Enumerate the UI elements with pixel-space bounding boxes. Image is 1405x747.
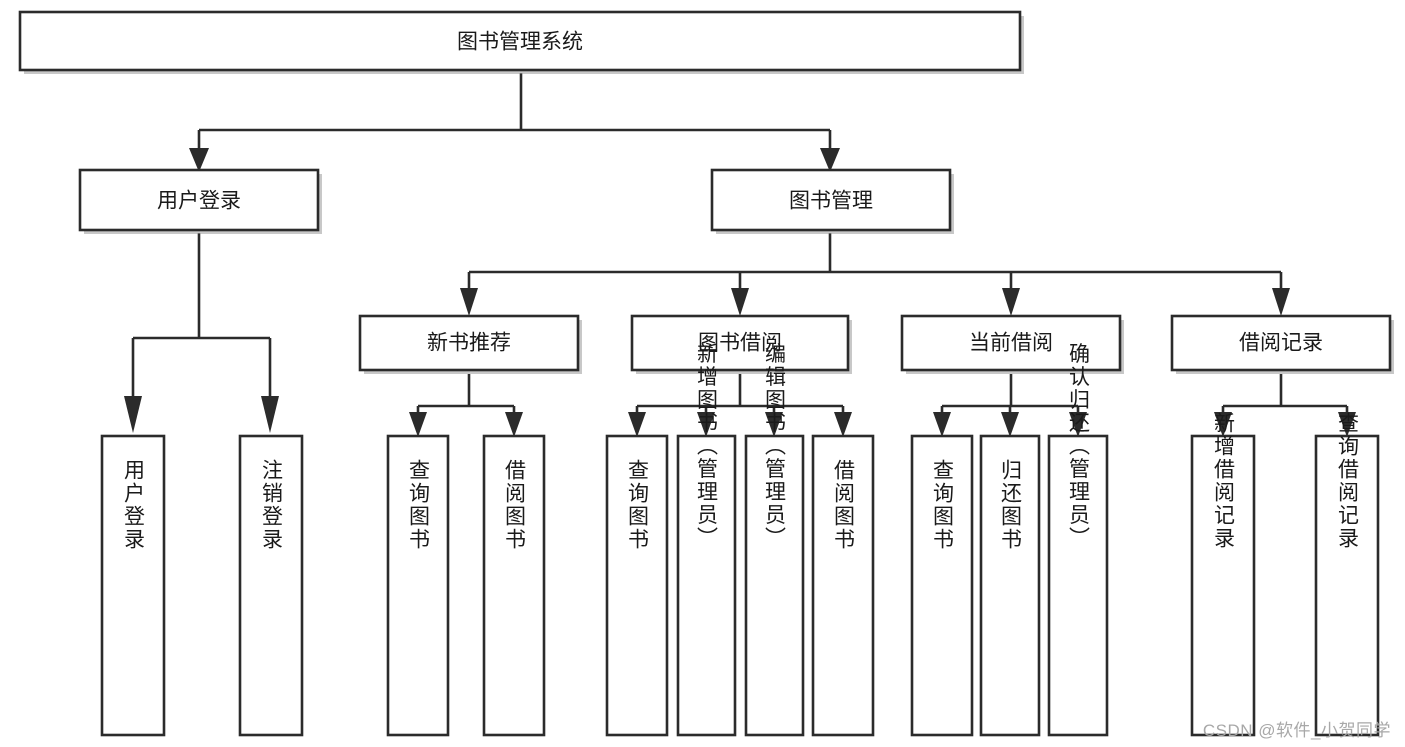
arrow-head-book-manage xyxy=(820,148,840,172)
leaf-user-logout[interactable]: 注销登录 xyxy=(238,434,304,737)
leaf-edit-book[interactable]: 编辑图书（管理员） xyxy=(744,343,805,737)
leaf-query-book-1-box[interactable] xyxy=(386,434,450,737)
node-book-borrow-box[interactable] xyxy=(630,314,850,372)
node-book-manage-label: 图书管理 xyxy=(789,190,873,213)
leaf-query-book-2[interactable]: 查询图书 xyxy=(605,434,669,737)
leaf-query-book-2-box[interactable] xyxy=(605,434,669,737)
node-user-login-label: 用户登录 xyxy=(157,190,241,213)
leaf-user-login-box[interactable] xyxy=(100,434,166,737)
node-book-borrow[interactable]: 图书借阅 xyxy=(630,314,852,374)
leaf-borrow-book-2[interactable]: 借阅图书 xyxy=(811,434,875,737)
node-user-login[interactable]: 用户登录 xyxy=(78,168,322,234)
leaf-borrow-book-1-label: 借阅图书 xyxy=(503,459,527,551)
leaf-add-book-box[interactable] xyxy=(676,434,737,737)
arrow-head-leaf-query-book-1 xyxy=(409,412,427,437)
leaf-return-book-label: 归还图书 xyxy=(999,459,1023,551)
leaf-borrow-book-2-label: 借阅图书 xyxy=(832,459,856,551)
node-borrow-record[interactable]: 借阅记录 xyxy=(1170,314,1394,374)
leaf-query-book-3-label: 查询图书 xyxy=(931,459,955,551)
leaf-user-logout-box[interactable] xyxy=(238,434,304,737)
arrow-head-leaf-return-book xyxy=(1001,412,1019,437)
connector-layer xyxy=(124,73,1356,437)
leaf-query-record[interactable]: 查询借阅记录 xyxy=(1314,412,1380,737)
leaf-user-login[interactable]: 用户登录 xyxy=(100,434,166,737)
leaf-borrow-book-1[interactable]: 借阅图书 xyxy=(482,434,546,737)
leaf-add-record-box[interactable] xyxy=(1190,434,1256,737)
arrow-head-borrow-record xyxy=(1272,288,1290,316)
arrow-head-leaf-borrow-book-2 xyxy=(834,412,852,437)
arrow-head-current-borrow xyxy=(1002,288,1020,316)
arrow-head-book-borrow xyxy=(731,288,749,316)
node-new-book-recommend-box[interactable] xyxy=(358,314,580,372)
leaf-edit-book-box[interactable] xyxy=(744,434,805,737)
leaf-borrow-book-2-box[interactable] xyxy=(811,434,875,737)
node-borrow-record-label: 借阅记录 xyxy=(1239,332,1323,355)
arrow-head-new-book-recommend xyxy=(460,288,478,316)
leaf-query-book-1[interactable]: 查询图书 xyxy=(386,434,450,737)
node-book-manage-box[interactable] xyxy=(710,168,952,232)
leaf-add-book[interactable]: 新增图书（管理员） xyxy=(676,343,737,737)
leaf-confirm-return-box[interactable] xyxy=(1047,434,1109,737)
leaf-user-logout-label: 注销登录 xyxy=(260,459,284,551)
leaf-query-record-box[interactable] xyxy=(1314,434,1380,737)
arrow-head-leaf-user-logout xyxy=(261,396,279,433)
leaf-add-record-label: 新增借阅记录 xyxy=(1212,412,1236,550)
node-root-label: 图书管理系统 xyxy=(457,31,583,54)
arrow-head-leaf-edit-book xyxy=(765,412,783,437)
node-new-book-recommend[interactable]: 新书推荐 xyxy=(358,314,582,374)
leaf-add-record[interactable]: 新增借阅记录 xyxy=(1190,412,1256,737)
leaf-confirm-return[interactable]: 确认归还（管理员） xyxy=(1047,343,1109,737)
leaf-user-login-label: 用户登录 xyxy=(122,459,146,551)
leaf-confirm-return-label: 确认归还（管理员） xyxy=(1067,343,1091,550)
arrow-head-leaf-borrow-book-1 xyxy=(505,412,523,437)
arrow-head-leaf-confirm-return xyxy=(1069,412,1087,437)
node-current-borrow-label: 当前借阅 xyxy=(969,332,1053,355)
node-current-borrow[interactable]: 当前借阅 xyxy=(900,314,1124,374)
leaf-query-book-1-label: 查询图书 xyxy=(407,459,431,551)
leaf-return-book[interactable]: 归还图书 xyxy=(979,434,1041,737)
arrow-head-leaf-query-book-2 xyxy=(628,412,646,437)
arrow-head-leaf-user-login xyxy=(124,396,142,433)
leaf-add-book-label: 新增图书（管理员） xyxy=(695,343,719,550)
leaf-query-book-2-label: 查询图书 xyxy=(626,459,650,551)
node-new-book-recommend-label: 新书推荐 xyxy=(427,332,511,355)
arrow-head-leaf-add-record xyxy=(1214,412,1232,437)
leaf-query-book-3[interactable]: 查询图书 xyxy=(910,434,974,737)
arrow-head-user-login xyxy=(189,148,209,172)
leaf-edit-book-label: 编辑图书（管理员） xyxy=(763,343,787,550)
arrow-head-leaf-add-book xyxy=(697,412,715,437)
node-borrow-record-box[interactable] xyxy=(1170,314,1392,372)
node-root-box[interactable] xyxy=(18,10,1022,72)
node-user-login-box[interactable] xyxy=(78,168,320,232)
node-book-borrow-label: 图书借阅 xyxy=(698,332,782,355)
node-book-manage[interactable]: 图书管理 xyxy=(710,168,954,234)
node-current-borrow-box[interactable] xyxy=(900,314,1122,372)
leaf-borrow-book-1-box[interactable] xyxy=(482,434,546,737)
node-root[interactable]: 图书管理系统 xyxy=(18,10,1024,74)
leaf-query-record-label: 查询借阅记录 xyxy=(1336,412,1360,550)
leaf-return-book-box[interactable] xyxy=(979,434,1041,737)
arrow-head-leaf-query-record xyxy=(1338,412,1356,437)
leaf-query-book-3-box[interactable] xyxy=(910,434,974,737)
arrow-head-leaf-query-book-3 xyxy=(933,412,951,437)
